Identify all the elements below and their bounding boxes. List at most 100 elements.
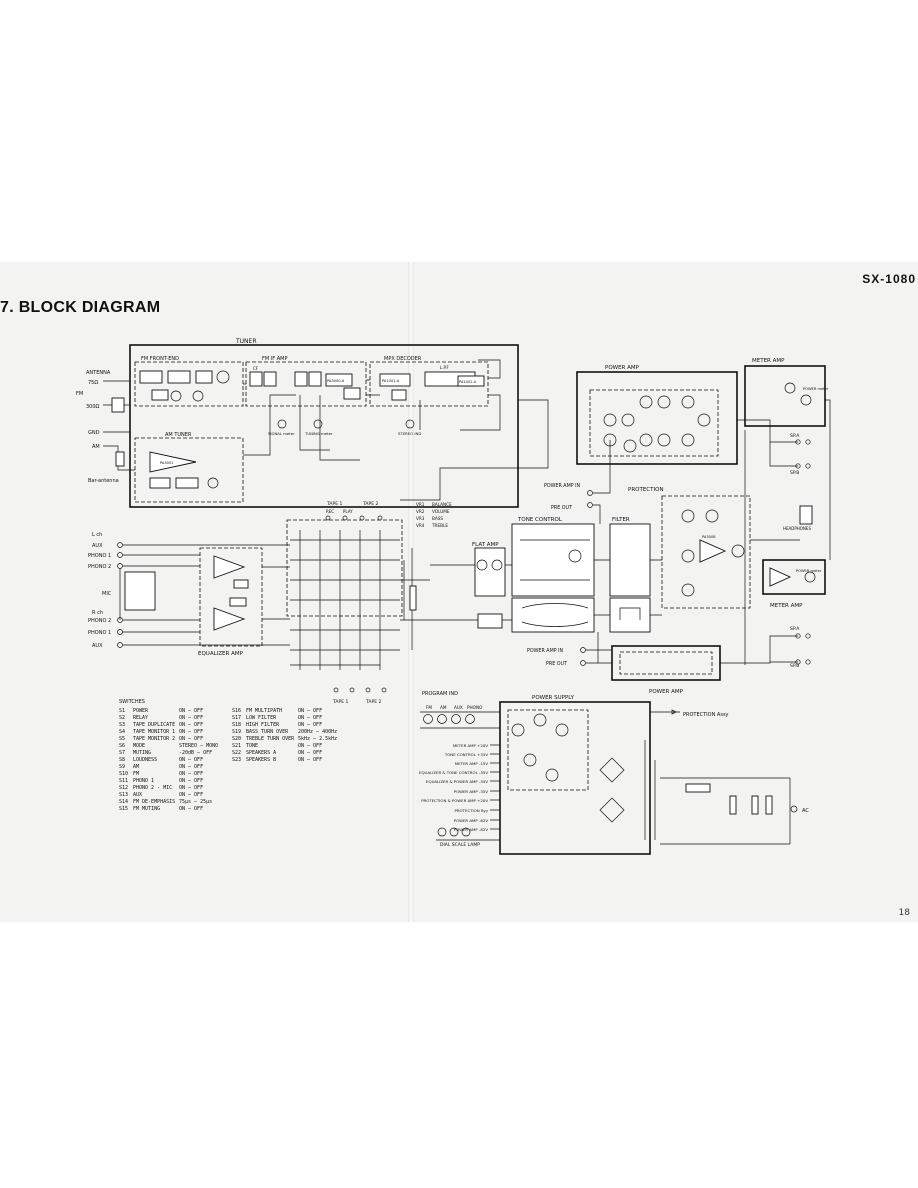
rail-4: EQUALIZER & POWER AMP -35V <box>426 779 488 784</box>
switch-name: AM <box>133 764 140 770</box>
tuning-meter-label: TUNING meter <box>304 431 333 436</box>
svg-text:BALANCE: BALANCE <box>432 502 452 507</box>
switch-name: TAPE MONITOR 2 <box>133 736 176 742</box>
antenna-label: ANTENNA <box>86 370 111 376</box>
switch-pos: ON — OFF <box>298 757 323 763</box>
switch-sw: S10 <box>119 771 129 777</box>
switch-sw: S1 <box>119 708 126 714</box>
equalizer-amp-block <box>199 547 263 647</box>
switch-pos: 75µs — 25µs <box>179 799 213 805</box>
switch-pos: STEREO — MONO <box>179 743 219 749</box>
fm-input-label: FM <box>76 391 83 397</box>
switch-pos: ON — OFF <box>179 792 204 798</box>
switch-pos: 5kHz — 2.5kHz <box>298 736 338 742</box>
meter-amp-bottom-label: METER AMP <box>770 603 803 609</box>
switch-name: LOW FILTER <box>246 715 277 721</box>
tape1-bottom-label: TAPE 1 <box>332 699 348 705</box>
fm-front-end-block <box>134 361 244 407</box>
switch-sw: S7 <box>119 750 126 756</box>
spb-bottom-label: SP.B <box>790 663 799 669</box>
switch-sw: S5 <box>119 736 126 742</box>
switch-sw: S6 <box>119 743 126 749</box>
switch-pos: ON — OFF <box>298 722 323 728</box>
rail-8: POWER AMP -82V <box>454 818 489 823</box>
mpx-decoder-label: MPX DECODER <box>384 356 422 362</box>
tape2-top-label: TAPE 2 <box>362 501 378 507</box>
switch-pos: -20dB — OFF <box>179 750 213 756</box>
switch-name: TAPE MONITOR 1 <box>133 729 176 735</box>
rail-0: METER AMP +20V <box>453 743 488 748</box>
switch-name: MUTING <box>133 750 152 756</box>
power-meter-top-label: POWER meter <box>803 387 829 391</box>
tuner-block <box>129 344 519 508</box>
switch-sw: S23 <box>232 757 242 763</box>
switch-pos: ON — OFF <box>179 806 204 812</box>
switch-name: POWER <box>133 708 149 714</box>
switch-name: RELAY <box>133 715 149 721</box>
switch-pos: ON — OFF <box>179 757 204 763</box>
switch-pos: ON — OFF <box>179 764 204 770</box>
bar-antenna-label: Bar-antenna <box>88 478 119 484</box>
rail-6: PROTECTION & POWER AMP +20V <box>421 798 488 803</box>
switch-sw: S15 <box>119 806 129 812</box>
switch-pos: ON — OFF <box>298 750 323 756</box>
switch-sw: S2 <box>119 715 126 721</box>
switch-sw: S14 <box>119 799 129 805</box>
equalizer-amp-label: EQUALIZER AMP <box>198 651 244 657</box>
switch-name: LOUDNESS <box>133 757 158 763</box>
vr1: VR1 <box>416 502 425 507</box>
meter-amp-bottom-block <box>762 559 826 595</box>
switch-name: BASS TURN OVER <box>246 729 289 735</box>
switch-sw: S20 <box>232 736 242 742</box>
switch-sw: S16 <box>232 708 242 714</box>
ohm75-label: 75Ω <box>88 380 98 386</box>
page-number: 18 <box>898 908 910 918</box>
headphones-label: HEADPHONES <box>783 526 811 531</box>
switch-pos: 200Hz — 400Hz <box>298 729 338 735</box>
switch-name: HIGH FILTER <box>246 722 280 728</box>
switch-sw: S12 <box>119 785 129 791</box>
ic-pa3008: PA3008 <box>702 535 716 539</box>
switch-name: TAPE DUPLICATE <box>133 722 176 728</box>
switch-pos: ON — OFF <box>179 771 204 777</box>
rail-9: POWER AMP -82V <box>454 827 489 832</box>
phono2-r-label: PHONO 2 <box>88 618 111 624</box>
switch-sw: S13 <box>119 792 129 798</box>
switch-name: TREBLE TURN OVER <box>246 736 295 742</box>
switch-sw: S11 <box>119 778 129 784</box>
rail-3: EQUALIZER & TONE CONTROL -35V <box>419 770 488 775</box>
meter-amp-top-block <box>744 365 826 427</box>
selector-switch-bank <box>286 519 403 617</box>
vr4: VR4 <box>416 523 425 528</box>
page-title: 7. BLOCK DIAGRAM <box>0 299 161 316</box>
switch-sw: S17 <box>232 715 242 721</box>
flat-amp-label: FLAT AMP <box>472 542 499 548</box>
switch-pos: ON — OFF <box>179 729 204 735</box>
phono1-r-label: PHONO 1 <box>88 630 111 636</box>
am-ic <box>149 451 197 473</box>
switch-sw: S21 <box>232 743 242 749</box>
stereo-ind-label: STEREO IND <box>398 431 421 436</box>
protection-block <box>661 495 751 609</box>
play-label: PLAY <box>343 509 353 514</box>
program-ind-phono: PHONO <box>467 705 483 710</box>
switch-sw: S22 <box>232 750 242 756</box>
fm-if-amp-label: FM IF AMP <box>262 356 287 362</box>
gnd-label: GND <box>88 430 100 436</box>
power-amp-in-top-label: POWER AMP IN <box>544 483 581 489</box>
ic-pa1002: PA1002-A <box>459 380 477 384</box>
pre-out-bottom-label: PRE OUT <box>546 661 567 667</box>
fm-front-end-label: FM FRONT-END <box>141 356 179 362</box>
aux-r-label: AUX <box>92 643 103 649</box>
phono2-l-label: PHONO 2 <box>88 564 111 570</box>
